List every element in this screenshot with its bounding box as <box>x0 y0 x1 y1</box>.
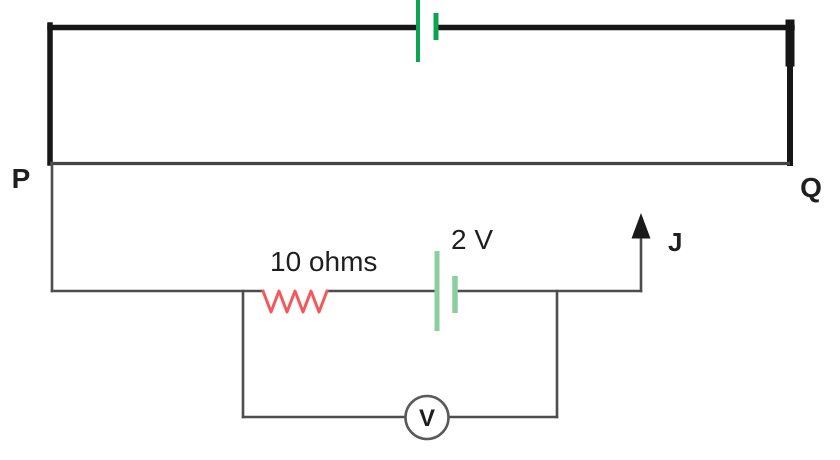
voltmeter-circle <box>404 394 450 441</box>
driver-loop-wires <box>47 19 795 166</box>
label-voltmeter-v: V <box>419 405 435 432</box>
resistor-zigzag <box>261 289 329 314</box>
label-terminal-q: Q <box>800 172 822 203</box>
label-cell-voltage: 2 V <box>451 224 493 255</box>
label-resistor-value: 10 ohms <box>270 246 377 277</box>
label-jockey-j: J <box>668 227 682 257</box>
secondary-cell <box>434 251 458 331</box>
driver-cell <box>416 0 439 62</box>
label-terminal-p: P <box>12 163 31 194</box>
secondary-circuit-wires <box>50 161 643 419</box>
jockey-arrowhead-icon <box>631 213 651 239</box>
labels: P Q J 10 ohms 2 V V <box>12 163 822 432</box>
